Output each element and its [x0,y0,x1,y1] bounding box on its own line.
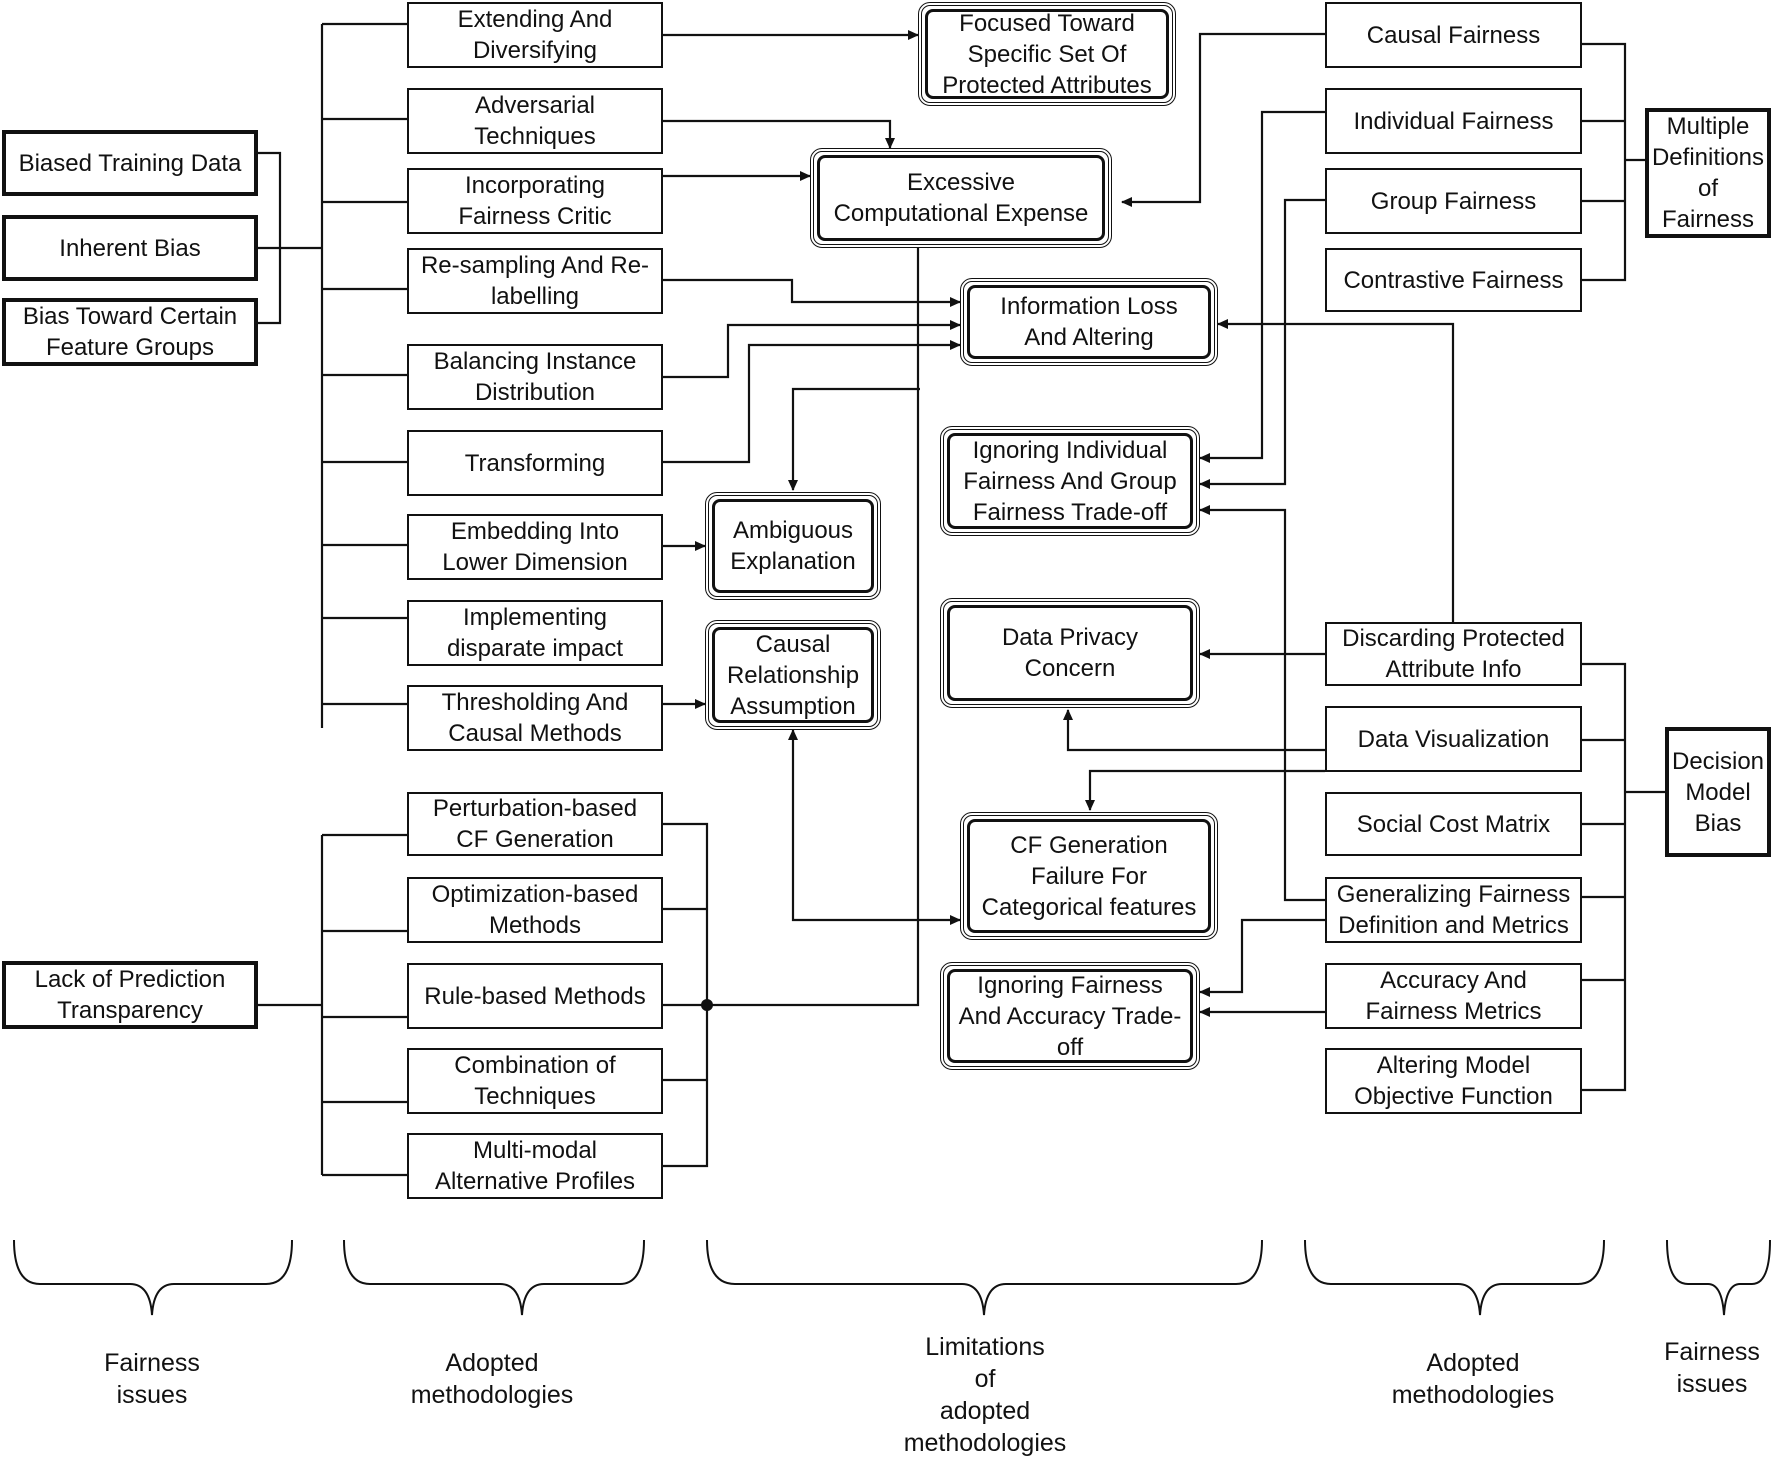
category-label-fairness-issues-right: Fairness issues [1664,1338,1760,1398]
category-brace [13,1239,293,1316]
method-discarding-protected-attribute: Discarding Protected Attribute Info [1325,622,1582,686]
connector [622,237,923,1007]
connector [1582,42,1627,282]
connector [1199,110,1325,463]
limitation-information-loss: Information Loss And Altering [960,278,1218,366]
connector [663,822,709,1168]
issue-multiple-definitions-of-fairness: Multiple Definitions of Fairness [1645,108,1771,238]
connector [1199,198,1325,489]
connector [1217,319,1455,622]
method-rule-based: Rule-based Methods [407,963,663,1029]
connector [663,278,961,307]
method-data-visualization: Data Visualization [1325,706,1582,772]
method-causal-fairness: Causal Fairness [1325,2,1582,68]
limitation-ignoring-fairness-accuracy-tradeoff: Ignoring Fairness And Accuracy Trade- of… [940,962,1200,1070]
method-transforming: Transforming [407,430,663,496]
method-resampling-relabelling: Re-sampling And Re- labelling [407,248,663,314]
method-implementing-disparate-impact: Implementing disparate impact [407,600,663,666]
method-multimodal-alternative-profiles: Multi-modal Alternative Profiles [407,1133,663,1199]
category-brace [706,1239,1263,1316]
connector [1199,918,1325,997]
method-accuracy-fairness-metrics: Accuracy And Fairness Metrics [1325,963,1582,1029]
method-group-fairness: Group Fairness [1325,168,1582,234]
category-brace [343,1239,645,1316]
method-perturbation-cf-generation: Perturbation-based CF Generation [407,792,663,856]
connector [1582,662,1627,1092]
category-label-methodologies-left: Adopted methodologies [410,1349,574,1409]
method-balancing-instance-distribution: Balancing Instance Distribution [407,344,663,410]
limitation-ambiguous-explanation: Ambiguous Explanation [705,492,881,600]
method-incorporating-fairness-critic: Incorporating Fairness Critic [407,168,663,234]
method-optimization-based: Optimization-based Methods [407,877,663,943]
junction-dot [701,999,713,1011]
connector [663,340,961,464]
method-altering-objective-function: Altering Model Objective Function [1325,1048,1582,1114]
limitation-causal-relationship-assumption: Causal Relationship Assumption [705,620,881,730]
category-label-methodologies-right: Adopted methodologies [1391,1349,1555,1409]
method-extending-and-diversifying: Extending And Diversifying [407,2,663,68]
method-embedding-lower-dimension: Embedding Into Lower Dimension [407,514,663,580]
category-label-limitations: Limitations of adopted methodologies [903,1333,1067,1457]
limitation-cf-generation-failure: CF Generation Failure For Categorical fe… [960,812,1218,940]
connector [1199,505,1325,902]
connector [1063,709,1325,752]
category-brace [1666,1239,1771,1316]
method-individual-fairness: Individual Fairness [1325,88,1582,154]
method-adversarial-techniques: Adversarial Techniques [407,88,663,154]
issue-lack-of-prediction-transparency: Lack of Prediction Transparency [2,961,258,1029]
connector [788,387,920,491]
connector-layer [13,22,1771,1316]
connector [258,151,282,325]
connector [663,119,895,149]
method-combination-of-techniques: Combination of Techniques [407,1048,663,1114]
limitation-focused-protected-attributes: Focused Toward Specific Set Of Protected… [918,2,1176,106]
limitation-data-privacy-concern: Data Privacy Concern [940,598,1200,708]
category-label-fairness-issues-left: Fairness issues [104,1349,200,1409]
method-social-cost-matrix: Social Cost Matrix [1325,792,1582,856]
issue-biased-training-data: Biased Training Data [2,130,258,196]
connector [1121,32,1325,207]
method-thresholding-causal: Thresholding And Causal Methods [407,685,663,751]
limitation-ignoring-individual-group-tradeoff: Ignoring Individual Fairness And Group F… [940,426,1200,536]
category-brace [1304,1239,1605,1316]
issue-bias-toward-feature-groups: Bias Toward Certain Feature Groups [2,298,258,366]
issue-decision-model-bias: Decision Model Bias [1665,727,1771,857]
limitation-excessive-computational-expense: Excessive Computational Expense [810,148,1112,248]
method-contrastive-fairness: Contrastive Fairness [1325,248,1582,312]
connector [1085,769,1325,811]
method-generalizing-fairness-definition: Generalizing Fairness Definition and Met… [1325,877,1582,943]
issue-inherent-bias: Inherent Bias [2,215,258,281]
connector [663,320,961,379]
connector [788,729,918,922]
